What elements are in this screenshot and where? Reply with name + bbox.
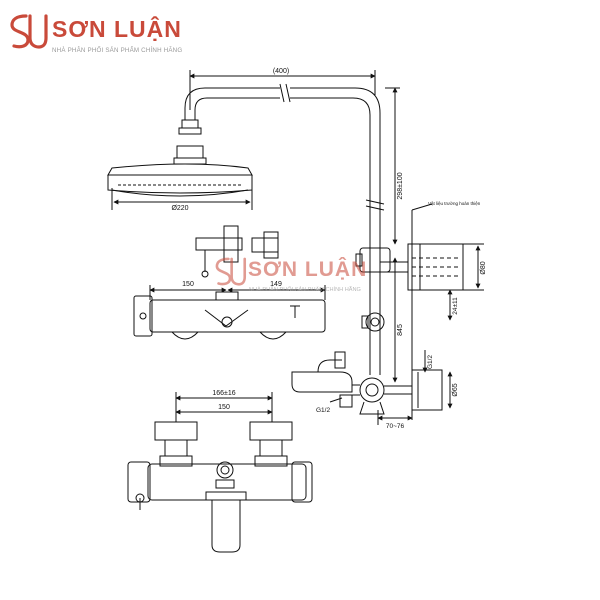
label-bracket-offset: 24±11 bbox=[452, 297, 459, 315]
label-wall-material: Vật liệu trường hoàn thiện bbox=[428, 201, 481, 206]
brand-logo-mark bbox=[10, 14, 48, 49]
label-connector-side: G1/2 bbox=[316, 407, 330, 414]
label-arm-length: (400) bbox=[273, 68, 289, 75]
valve-front-view bbox=[127, 421, 313, 553]
watermark-name: SƠN LUẬN bbox=[248, 258, 368, 281]
label-inlet-spacing: 166±16 bbox=[212, 390, 235, 397]
shower-arm bbox=[184, 83, 381, 200]
label-projection: 70~76 bbox=[386, 423, 405, 430]
brand-logo: SƠN LUẬN NHÀ PHÂN PHỐI SẢN PHẨM CHÍNH HÃ… bbox=[6, 10, 196, 60]
wall-bracket-top bbox=[380, 243, 464, 291]
label-wall-diameter: Ø65 bbox=[452, 383, 459, 396]
arm-nut bbox=[181, 119, 199, 129]
label-cover-diameter: Ø80 bbox=[480, 261, 487, 274]
watermark-tagline: NHÀ PHÂN PHỐI SẢN PHẨM CHÍNH HÃNG bbox=[249, 287, 361, 293]
shower-head bbox=[107, 163, 253, 197]
valve-top-view bbox=[133, 291, 326, 340]
brand-tagline: NHÀ PHÂN PHỐI SẢN PHẨM CHÍNH HÃNG bbox=[52, 47, 183, 54]
riser-bar bbox=[365, 199, 385, 375]
label-valve-149: 149 bbox=[270, 281, 282, 288]
brand-name: SƠN LUẬN bbox=[52, 16, 182, 42]
label-valve-150: 150 bbox=[182, 281, 194, 288]
wall-connector-lower bbox=[411, 369, 443, 411]
label-head-height: 298±100 bbox=[397, 172, 404, 199]
dim-connector-side bbox=[329, 397, 343, 403]
bar-slider bbox=[359, 247, 391, 273]
label-connector-top: G1/2 bbox=[427, 355, 434, 369]
label-head-diameter: Ø220 bbox=[171, 205, 188, 212]
tub-spout bbox=[291, 351, 412, 415]
label-inlet-center: 150 bbox=[218, 404, 230, 411]
label-bar-height: 845 bbox=[397, 324, 404, 336]
bar-clamp bbox=[365, 312, 385, 332]
watermark-logo-mark bbox=[215, 257, 247, 286]
